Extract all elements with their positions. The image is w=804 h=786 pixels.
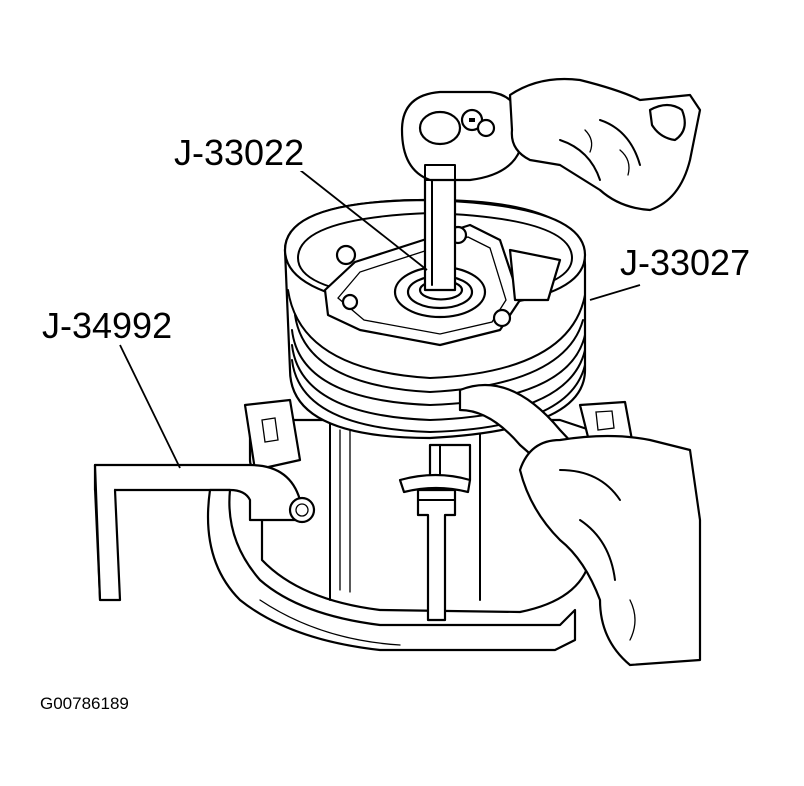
lower-hand: [518, 434, 702, 667]
upper-hand: [508, 77, 702, 212]
figure-identifier: G00786189: [40, 694, 129, 713]
center-bolt: [423, 163, 457, 292]
leader-j34992: [119, 344, 181, 469]
callout-j33022: J-33022: [172, 132, 307, 173]
callout-j33027: J-33027: [618, 242, 753, 283]
fixture-bracket: [93, 463, 577, 652]
leader-lines: [119, 169, 641, 469]
leader-j33027: [589, 284, 641, 301]
leader-j33022: [299, 169, 428, 271]
callout-j34992: J-34992: [40, 305, 175, 346]
guide-pin: [398, 473, 472, 622]
